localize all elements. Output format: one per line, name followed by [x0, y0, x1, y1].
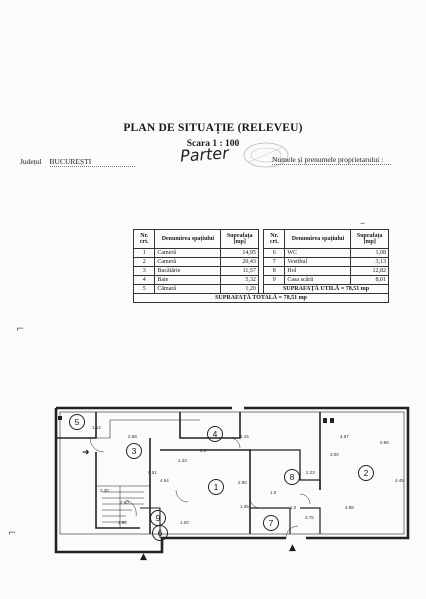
table-total-row: SUPRAFAȚĂ TOTALĂ = 78,51 mp [133, 293, 389, 303]
table-row: 3 Bucătărie 11,57 8 Hol 12,82 [132, 266, 389, 276]
dim-label: 3.00 [330, 452, 339, 457]
dim-label: 3.3 [200, 448, 207, 453]
dim-label: 1.00 [180, 520, 189, 525]
margin-mark-icon: ⌐ [8, 528, 17, 539]
header-area-right: Suprafața [mp] [350, 229, 389, 249]
dim-label: 0.88 [380, 440, 389, 445]
dim-label: 1.90 [118, 520, 127, 525]
table-row: 5 Cămară 1,20 SUPRAFAȚĂ UTILĂ = 78,51 mp [132, 284, 389, 294]
table-header-row: Nr. crt. Denumirea spațiului Suprafața [… [132, 229, 389, 249]
room-label-8: 8 [284, 469, 300, 485]
door-arrow-icon: ➜ [82, 448, 90, 458]
header-name-left: Denumirea spațiului [154, 229, 222, 249]
table-row: 4 Baie 5,32 9 Casa scării 8,01 [132, 275, 389, 285]
dim-label: 2.90 [238, 480, 247, 485]
dim-label: 1.35 [240, 504, 249, 509]
owner-label: Numele și prenumele proprietarului : [272, 155, 392, 165]
margin-mark-icon: ⌐ [16, 324, 25, 335]
floor-plan [54, 406, 410, 554]
margin-mark-icon: – [360, 218, 365, 229]
dim-label: 3.75 [305, 515, 314, 520]
room-label-1: 1 [208, 479, 224, 495]
room-label-9: 9 [150, 510, 166, 526]
dim-label: 4.67 [340, 434, 349, 439]
county-label: Județul [20, 157, 42, 166]
room-label-5: 5 [69, 414, 85, 430]
entrance-arrow-icon: ▲ [140, 552, 147, 562]
dim-label: 1.0 [270, 490, 277, 495]
page-title: PLAN DE SITUAȚIE (RELEVEU) [123, 122, 303, 134]
header-area-left: Suprafața [mp] [220, 229, 259, 249]
dim-label: 2.15 [240, 434, 249, 439]
table-row: 1 Cameră 14,95 6 WC 1,08 [132, 248, 389, 258]
county-field: Județul BUCUREȘTI [20, 157, 136, 167]
room-label-4: 4 [207, 426, 223, 442]
header-nr-left: Nr. crt. [132, 229, 156, 249]
dim-label: 4.64 [160, 478, 169, 483]
header-nr-right: Nr. crt. [263, 229, 286, 249]
dim-label: 2.30 [100, 488, 109, 493]
dim-label: 2.60 [120, 500, 129, 505]
scale-label: Scara 1 : 100 [186, 139, 240, 149]
county-value: BUCUREȘTI [49, 157, 136, 167]
table-row: 2 Cameră 20,43 7 Vestibul 3,13 [132, 257, 389, 267]
dim-label: 2.58 [128, 434, 137, 439]
dim-label: 2.23 [306, 470, 315, 475]
dim-label: 1.23 [178, 458, 187, 463]
dim-label: 0.51 [148, 470, 157, 475]
rooms-table: Nr. crt. Denumirea spațiului Suprafața [… [132, 229, 389, 303]
room-label-2: 2 [358, 465, 374, 481]
entrance-arrow-icon: ▲ [289, 543, 296, 553]
total-area: SUPRAFAȚĂ TOTALĂ = 78,51 mp [133, 293, 389, 303]
dim-label: 4.88 [345, 505, 354, 510]
dim-label: 4.45 [395, 478, 404, 483]
dim-label: 1.12 [92, 425, 101, 430]
floor-handwritten: Parter [179, 143, 230, 166]
header-name-right: Denumirea spațiului [284, 229, 352, 249]
table-separator [257, 229, 265, 249]
useful-area: SUPRAFAȚĂ UTILĂ = 78,51 mp [263, 284, 389, 294]
room-label-3: 3 [126, 443, 142, 459]
room-label-6: 6 [152, 525, 168, 541]
dim-label: 1.0 [290, 505, 297, 510]
stamp-icon [243, 142, 289, 168]
room-label-7: 7 [263, 515, 279, 531]
